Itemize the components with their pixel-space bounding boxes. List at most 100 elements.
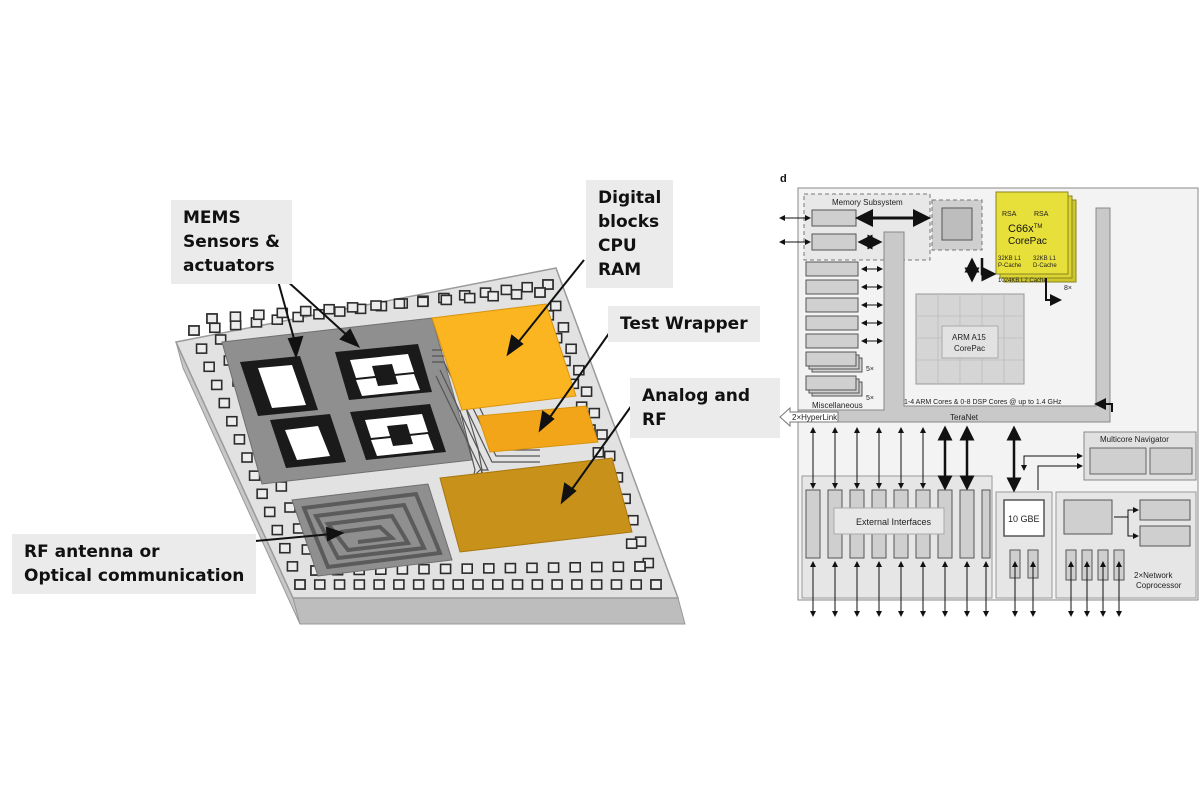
bond-pad xyxy=(333,306,346,317)
bond-pad xyxy=(500,284,513,296)
block-diagram-svg: d Memory Subsystem RSA RSA C66xTM CorePa… xyxy=(779,173,1199,617)
gbe-label: 10 GBE xyxy=(1008,514,1040,524)
bond-pad xyxy=(412,579,425,590)
bond-pad xyxy=(214,334,227,345)
corepac-l1d-name: D-Cache xyxy=(1033,263,1057,269)
network-coprocessor-label-1: 2×Network xyxy=(1134,571,1173,580)
bond-pad xyxy=(286,561,299,572)
bond-pad xyxy=(571,579,583,590)
bond-pad xyxy=(294,579,306,590)
bond-pad xyxy=(590,579,603,590)
bond-pad xyxy=(206,313,218,324)
callout-mems: MEMS Sensors & actuators xyxy=(171,200,292,284)
bond-pad xyxy=(588,407,601,419)
bond-pad xyxy=(299,305,312,317)
bond-pad xyxy=(612,561,625,573)
bond-pad xyxy=(248,470,261,481)
block-diagram: d Memory Subsystem RSA RSA C66xTM CorePa… xyxy=(776,170,1200,630)
misc-multiplier-1: 5× xyxy=(866,366,874,373)
mems-comb-actuator-1 xyxy=(335,344,432,400)
callout-rf-antenna: RF antenna or Optical communication xyxy=(12,534,257,594)
corepac-l2: 1024KB L2 Cache xyxy=(998,278,1047,284)
bond-pad xyxy=(263,506,276,518)
gbe-block xyxy=(1003,499,1045,537)
corepac-subtitle: CorePac xyxy=(1008,236,1047,247)
network-coprocessor-label-2: Coprocessor xyxy=(1136,581,1182,590)
bond-pad xyxy=(510,289,523,300)
bond-pad xyxy=(596,429,608,440)
bond-pad xyxy=(292,311,304,323)
bond-pad xyxy=(439,563,452,575)
misc-multiplier-2: 5× xyxy=(866,395,874,402)
bond-pad xyxy=(590,561,603,573)
bond-pad xyxy=(531,579,544,590)
external-interfaces-label: External Interfaces xyxy=(856,517,932,527)
bond-pad xyxy=(521,281,533,293)
miscellaneous-label: Miscellaneous xyxy=(812,401,863,410)
bond-pad xyxy=(346,302,359,313)
bond-pad xyxy=(511,579,524,590)
bond-pad xyxy=(547,562,560,573)
corepac-rsa-right: RSA xyxy=(1034,211,1049,218)
bond-pad xyxy=(534,287,546,298)
cores-caption: 1-4 ARM Cores & 0-8 DSP Cores @ up to 1.… xyxy=(904,399,1062,406)
bond-pad xyxy=(504,562,517,574)
miscellaneous-blocks xyxy=(805,261,863,397)
bond-pad xyxy=(271,524,284,536)
bond-pad xyxy=(650,579,662,590)
bond-pad xyxy=(393,579,405,590)
bond-pad xyxy=(373,579,385,590)
analog-rf-block xyxy=(439,457,633,553)
teranet-label: TeraNet xyxy=(950,413,979,422)
bond-pad xyxy=(333,579,346,590)
bond-pad xyxy=(432,579,445,590)
callout-analog-rf: Analog and RF xyxy=(630,378,780,438)
chip-illustration: MEMS Sensors & actuators Digital blocks … xyxy=(12,180,780,625)
teranet-bus xyxy=(797,207,1111,423)
bond-pad xyxy=(226,415,238,427)
memory-controller xyxy=(931,199,983,251)
bond-pad xyxy=(241,452,253,463)
corepac-l1d-size: 32KB L1 xyxy=(1033,256,1057,262)
bond-pad xyxy=(210,379,223,391)
chip-drawing xyxy=(174,259,686,625)
bond-pad xyxy=(461,563,474,574)
bond-pad xyxy=(218,397,231,409)
bond-pad xyxy=(549,300,562,312)
chip-side-bottom xyxy=(292,597,686,625)
memory-subsystem-label: Memory Subsystem xyxy=(832,198,903,207)
bond-pad xyxy=(370,300,382,311)
arm-title: ARM A15 xyxy=(952,333,986,342)
digital-block xyxy=(431,303,577,411)
bond-pad xyxy=(353,579,366,590)
memory-block-2 xyxy=(811,233,857,251)
bond-pad xyxy=(253,309,265,321)
bond-pad xyxy=(313,579,326,590)
bond-pad xyxy=(551,579,563,590)
bond-pad xyxy=(417,296,429,308)
bond-pad xyxy=(209,322,221,334)
bottom-pin-arrows xyxy=(810,561,1122,617)
bond-pad xyxy=(229,311,242,322)
memory-block-1 xyxy=(811,209,857,227)
bond-pad xyxy=(625,538,638,549)
bond-pad xyxy=(188,325,200,336)
hyperlink-label: 2×HyperLink xyxy=(792,413,838,422)
bond-pad xyxy=(233,434,246,445)
corepac-l1p-size: 32KB L1 xyxy=(998,256,1022,262)
teranet-connection-arrows xyxy=(810,427,926,489)
bond-pad xyxy=(256,488,268,500)
bond-pad xyxy=(565,343,577,355)
bond-pad xyxy=(634,561,646,572)
hyperlink-arrow xyxy=(779,406,839,428)
bond-pad xyxy=(557,322,570,333)
bond-pad xyxy=(482,563,495,574)
bond-pad xyxy=(542,279,554,290)
arm-subtitle: CorePac xyxy=(954,344,985,353)
rf-antenna-spiral xyxy=(301,491,443,570)
memory-controller-inner xyxy=(941,207,973,241)
bond-pad xyxy=(580,386,593,397)
bond-pad xyxy=(526,562,538,574)
callout-test-wrapper: Test Wrapper xyxy=(608,306,760,342)
bond-pad xyxy=(195,343,208,354)
